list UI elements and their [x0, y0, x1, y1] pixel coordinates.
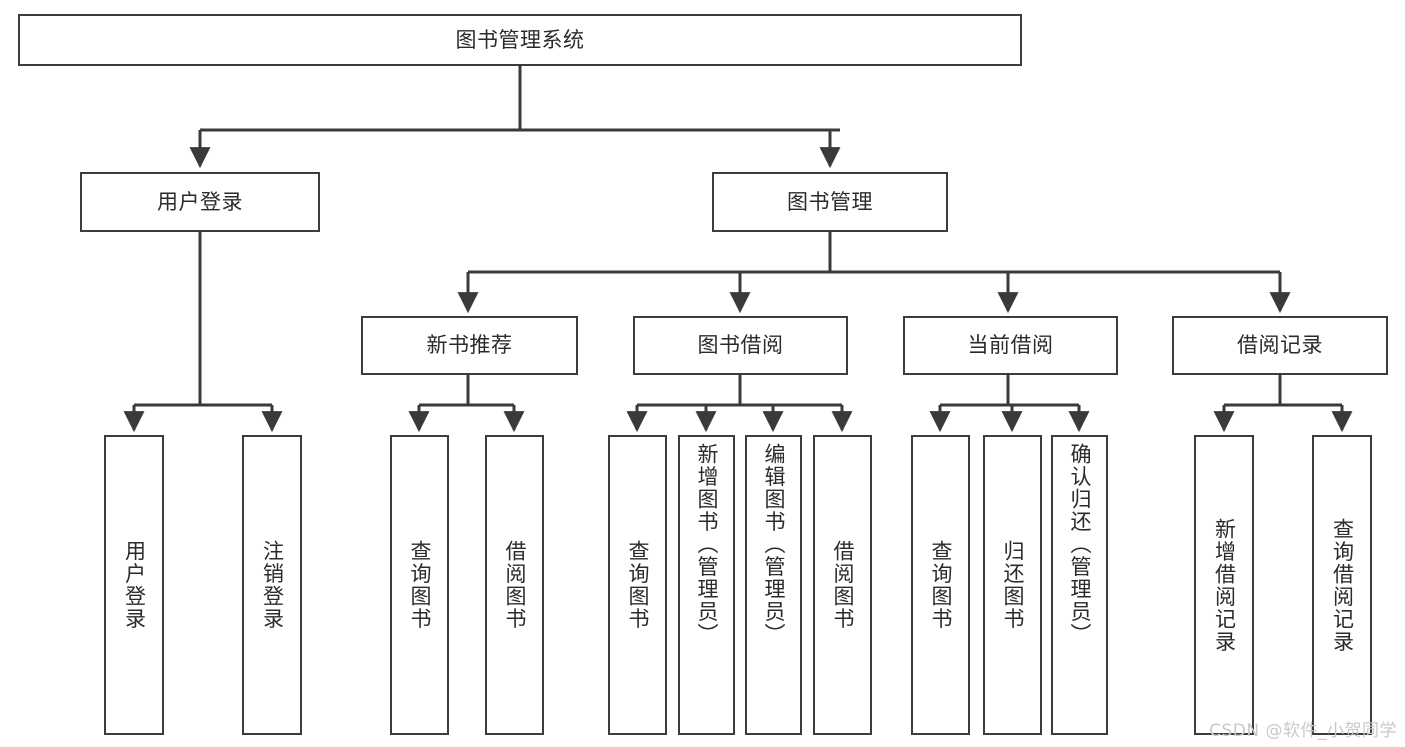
node-leaf-edit-book[interactable]: 编辑图书（管理员）	[745, 435, 802, 735]
node-borrow-record-label: 借阅记录	[1237, 333, 1323, 358]
node-leaf-confirm-return[interactable]: 确认归还（管理员）	[1051, 435, 1108, 735]
node-leaf-user-login-label: 用户登录	[122, 540, 147, 630]
node-leaf-query-book-3-label: 查询图书	[929, 540, 953, 630]
node-new-book-recommend-label: 新书推荐	[426, 333, 513, 358]
node-leaf-borrow-book-1[interactable]: 借阅图书	[485, 435, 544, 735]
node-leaf-add-book[interactable]: 新增图书（管理员）	[678, 435, 735, 735]
node-leaf-add-record-label: 新增借阅记录	[1212, 517, 1237, 653]
node-leaf-borrow-book-1-label: 借阅图书	[503, 540, 527, 630]
node-root[interactable]: 图书管理系统	[18, 14, 1022, 66]
node-user-login-label: 用户登录	[157, 189, 243, 214]
node-leaf-query-book-3[interactable]: 查询图书	[911, 435, 970, 735]
node-leaf-query-book-2-label: 查询图书	[626, 540, 650, 630]
node-leaf-return-book[interactable]: 归还图书	[983, 435, 1042, 735]
node-leaf-borrow-book-2[interactable]: 借阅图书	[813, 435, 872, 735]
node-leaf-logout[interactable]: 注销登录	[242, 435, 302, 735]
node-user-login[interactable]: 用户登录	[80, 172, 320, 232]
node-leaf-edit-book-label: 编辑图书（管理员）	[762, 443, 786, 646]
node-book-borrow-label: 图书借阅	[697, 333, 784, 358]
node-book-manage[interactable]: 图书管理	[712, 172, 948, 232]
node-leaf-add-book-label: 新增图书（管理员）	[695, 443, 719, 646]
node-borrow-record[interactable]: 借阅记录	[1172, 316, 1388, 375]
node-current-borrow[interactable]: 当前借阅	[903, 316, 1118, 375]
node-leaf-borrow-book-2-label: 借阅图书	[831, 540, 855, 630]
node-leaf-query-book-1-label: 查询图书	[408, 540, 432, 630]
node-leaf-user-login[interactable]: 用户登录	[104, 435, 164, 735]
node-leaf-query-book-1[interactable]: 查询图书	[390, 435, 449, 735]
csdn-watermark: CSDN @软件_小贺同学	[1209, 721, 1397, 741]
node-book-borrow[interactable]: 图书借阅	[633, 316, 848, 375]
node-leaf-add-record[interactable]: 新增借阅记录	[1194, 435, 1254, 735]
node-leaf-query-record-label: 查询借阅记录	[1330, 517, 1355, 653]
node-leaf-query-book-2[interactable]: 查询图书	[608, 435, 667, 735]
node-leaf-logout-label: 注销登录	[260, 540, 285, 630]
node-book-manage-label: 图书管理	[787, 189, 873, 214]
node-leaf-confirm-return-label: 确认归还（管理员）	[1068, 443, 1092, 646]
node-root-label: 图书管理系统	[455, 27, 585, 52]
node-new-book-recommend[interactable]: 新书推荐	[361, 316, 578, 375]
node-current-borrow-label: 当前借阅	[967, 333, 1054, 358]
node-leaf-return-book-label: 归还图书	[1001, 540, 1025, 630]
node-leaf-query-record[interactable]: 查询借阅记录	[1312, 435, 1372, 735]
